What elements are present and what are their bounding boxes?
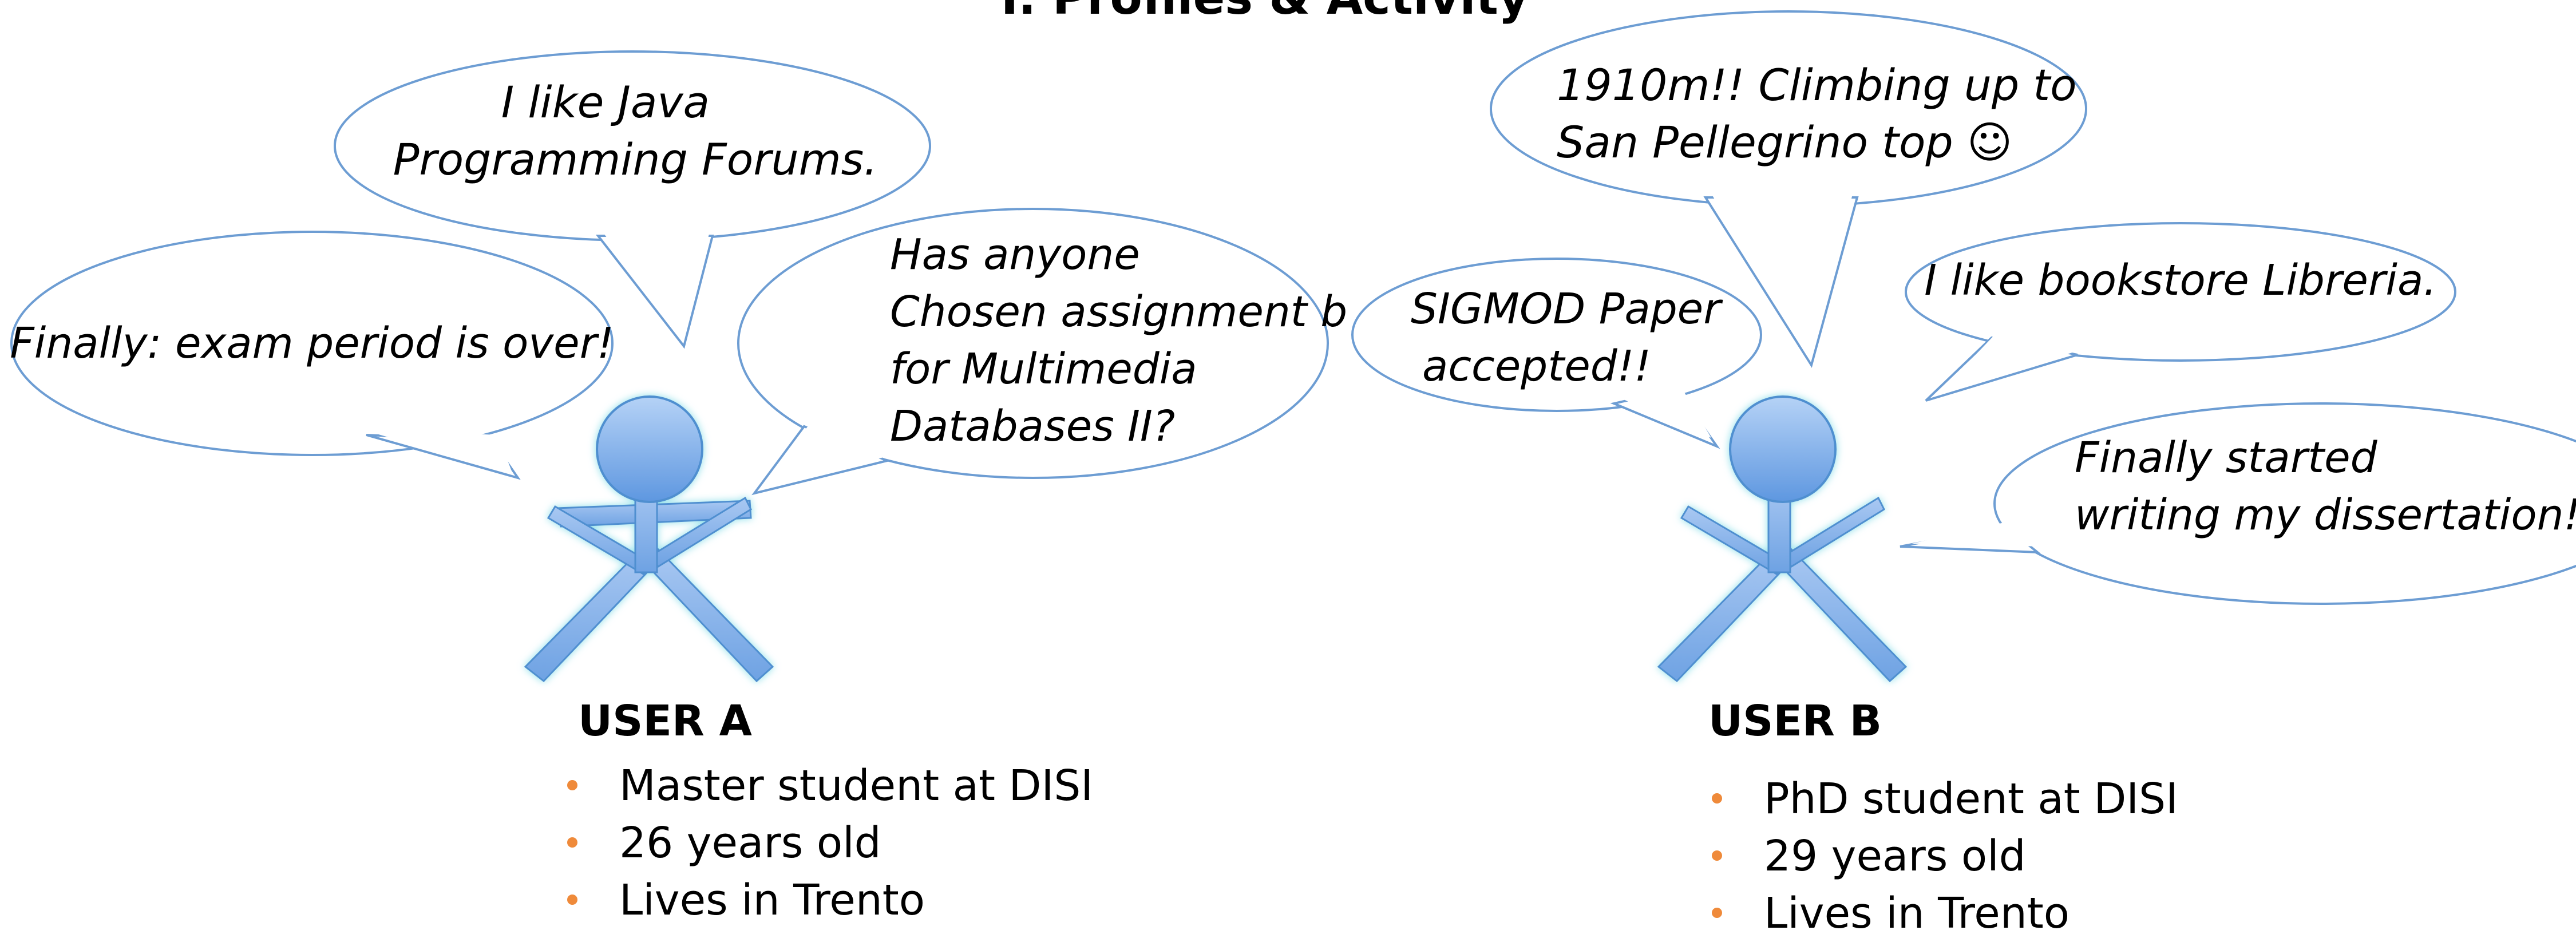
bullet-icon xyxy=(567,895,577,905)
svg-text:26 years old: 26 years old xyxy=(619,818,881,868)
list-item: 26 years old xyxy=(567,818,881,868)
user-b-post-bookstore-line: I like bookstore Libreria. xyxy=(1924,256,2437,305)
svg-text:SIGMOD Paper accepted!: SIGMOD Paper accepted!! xyxy=(1411,284,1734,391)
user-a-post-exam-line: Finally: exam period is over! xyxy=(10,319,614,368)
user-a-post-java-bubble: I like Java Programming Forums. xyxy=(334,50,931,349)
diagram-title: I. Profiles & Activity xyxy=(1001,0,1529,25)
bullet-icon xyxy=(567,837,577,848)
user-b-post-climbing-bubble: 1910m!! Climbing up to San Pellegrino to… xyxy=(1490,10,2091,368)
bullet-icon xyxy=(1712,908,1722,918)
user-a-label: USER A xyxy=(578,696,752,746)
user-a-post-assignment-bubble: Has anyone Chosen assignment b for Multi… xyxy=(737,208,1361,496)
list-item: 29 years old xyxy=(1712,832,2026,881)
svg-text:I like Java Programmin: I like Java Programming Forums. xyxy=(393,77,878,185)
user-b-post-sigmod-bubble: SIGMOD Paper accepted!! xyxy=(1351,258,1762,449)
svg-text:29 years old: 29 years old xyxy=(1764,832,2026,881)
svg-text:Has anyone Chosen assi: Has anyone Chosen assignment b for Multi… xyxy=(890,230,1361,451)
user-b-avatar-icon xyxy=(1657,395,1908,683)
user-a-avatar-icon xyxy=(524,395,774,683)
user-b-post-dissertation-line: writing my dissertation!!! xyxy=(2075,490,2576,540)
user-a-post-java-line: I like Java xyxy=(501,77,710,128)
svg-text:Master student at DISI: Master student at DISI xyxy=(619,761,1093,810)
list-item: PhD student at DISI xyxy=(1712,774,2178,824)
user-b-post-sigmod-line: SIGMOD Paper xyxy=(1411,284,1723,334)
bullet-icon xyxy=(567,780,577,790)
user-b-post-climbing-line: 1910m!! Climbing up to xyxy=(1557,60,2077,110)
user-a-post-assignment-line: Has anyone xyxy=(890,230,1140,279)
user-b-attributes-list: PhD student at DISI 29 years old Lives i… xyxy=(1712,774,2178,938)
user-b-post-dissertation-line: Finally started xyxy=(2075,433,2378,482)
bullet-icon xyxy=(1712,793,1722,804)
svg-text:1910m!! Climbing up to: 1910m!! Climbing up to San Pellegrino to… xyxy=(1557,60,2091,168)
user-a-post-assignment-line: Chosen assignment b xyxy=(890,287,1347,337)
user-b-post-climbing-line: San Pellegrino top ☺ xyxy=(1557,117,2012,168)
list-item: Lives in Trento xyxy=(567,876,925,925)
user-a-attributes-list: Master student at DISI 26 years old Live… xyxy=(567,761,1093,925)
list-item: Lives in Trento xyxy=(1712,889,2069,938)
svg-text:Lives in Trento: Lives in Trento xyxy=(619,876,925,925)
svg-text:Lives in Trento: Lives in Trento xyxy=(1764,889,2069,938)
user-a-post-java-line: Programming Forums. xyxy=(393,134,878,185)
user-a-post-assignment-line: Databases II? xyxy=(890,402,1175,451)
user-b-post-bookstore-bubble: I like bookstore Libreria. xyxy=(1905,222,2456,402)
bullet-icon xyxy=(1712,850,1722,861)
user-a-post-exam-bubble: Finally: exam period is over! xyxy=(10,231,614,480)
user-a-section: I like Java Programming Forums. Finally:… xyxy=(10,50,1361,925)
svg-text:Finally started writi: Finally started writing my dissertation!… xyxy=(2075,433,2576,540)
user-b-label: USER B xyxy=(1708,696,1882,746)
list-item: Master student at DISI xyxy=(567,761,1093,810)
user-b-post-dissertation-bubble: Finally started writing my dissertation!… xyxy=(1900,402,2576,605)
svg-text:PhD student at DISI: PhD student at DISI xyxy=(1764,774,2178,824)
user-b-post-sigmod-line: accepted!! xyxy=(1422,342,1651,391)
user-b-section: 1910m!! Climbing up to San Pellegrino to… xyxy=(1351,10,2576,938)
user-a-post-assignment-line: for Multimedia xyxy=(890,345,1197,394)
